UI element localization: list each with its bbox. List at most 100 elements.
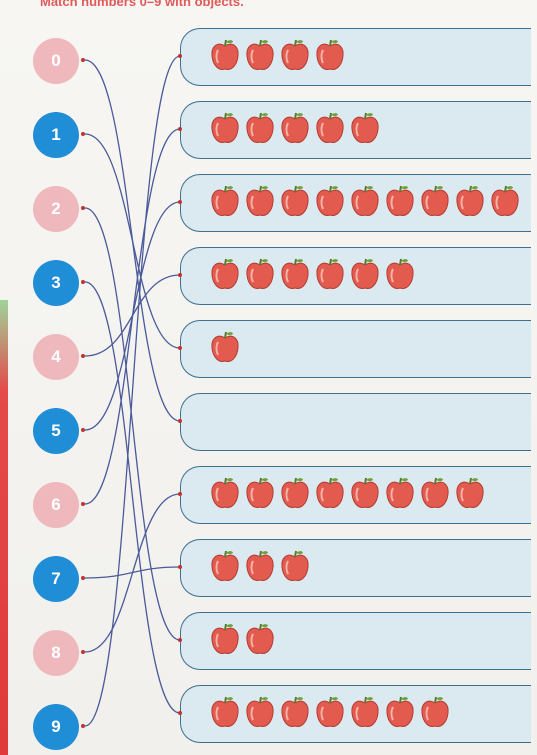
object-box-9[interactable]	[180, 612, 531, 670]
apple-icon	[244, 256, 276, 292]
apple-group	[209, 183, 521, 223]
apple-icon	[419, 183, 451, 219]
apple-icon	[209, 621, 241, 657]
number-label: 3	[51, 273, 60, 293]
apple-icon	[314, 37, 346, 73]
apple-icon	[349, 256, 381, 292]
connector-dot[interactable]	[178, 54, 182, 58]
apple-icon	[279, 475, 311, 511]
apple-group	[209, 329, 241, 369]
number-circle-8[interactable]: 8	[33, 630, 79, 676]
number-label: 6	[51, 495, 60, 515]
connector-dot[interactable]	[81, 428, 85, 432]
apple-icon	[279, 183, 311, 219]
connector-dot[interactable]	[178, 346, 182, 350]
connector-dot[interactable]	[81, 354, 85, 358]
connector-dot[interactable]	[81, 650, 85, 654]
apple-icon	[279, 548, 311, 584]
object-box-5[interactable]	[180, 320, 531, 378]
object-box-2[interactable]	[180, 101, 531, 159]
number-circle-5[interactable]: 5	[33, 408, 79, 454]
apple-icon	[244, 475, 276, 511]
match-line	[85, 282, 180, 713]
object-box-8[interactable]	[180, 539, 531, 597]
number-label: 4	[51, 347, 60, 367]
object-box-6[interactable]	[180, 393, 531, 451]
apple-icon	[489, 183, 521, 219]
connector-dot[interactable]	[178, 565, 182, 569]
apple-icon	[209, 329, 241, 365]
apple-icon	[314, 110, 346, 146]
connector-dot[interactable]	[81, 724, 85, 728]
apple-icon	[279, 110, 311, 146]
apple-icon	[279, 256, 311, 292]
apple-icon	[314, 183, 346, 219]
apple-icon	[244, 548, 276, 584]
match-line	[85, 494, 180, 652]
apple-group	[209, 548, 311, 588]
number-label: 8	[51, 643, 60, 663]
number-circle-4[interactable]: 4	[33, 334, 79, 380]
apple-icon	[314, 475, 346, 511]
apple-icon	[454, 475, 486, 511]
apple-icon	[349, 694, 381, 730]
apple-group	[209, 256, 416, 296]
connector-dot[interactable]	[178, 273, 182, 277]
apple-icon	[384, 183, 416, 219]
apple-icon	[244, 694, 276, 730]
connector-dot[interactable]	[178, 127, 182, 131]
number-label: 1	[51, 125, 60, 145]
number-circle-6[interactable]: 6	[33, 482, 79, 528]
apple-icon	[419, 694, 451, 730]
object-box-7[interactable]	[180, 466, 531, 524]
connector-dot[interactable]	[178, 419, 182, 423]
connector-dot[interactable]	[178, 200, 182, 204]
apple-group	[209, 694, 451, 734]
object-box-1[interactable]	[180, 28, 531, 86]
connector-dot[interactable]	[81, 502, 85, 506]
connector-dot[interactable]	[81, 280, 85, 284]
connector-dot[interactable]	[81, 576, 85, 580]
connector-dot[interactable]	[178, 492, 182, 496]
apple-icon	[209, 183, 241, 219]
apple-group	[209, 475, 486, 515]
apple-icon	[314, 694, 346, 730]
connector-dot[interactable]	[81, 58, 85, 62]
apple-icon	[349, 475, 381, 511]
apple-icon	[384, 475, 416, 511]
apple-icon	[279, 37, 311, 73]
number-circle-9[interactable]: 9	[33, 704, 79, 750]
object-box-10[interactable]	[180, 685, 531, 743]
apple-group	[209, 621, 276, 661]
connector-dot[interactable]	[81, 132, 85, 136]
connector-dot[interactable]	[81, 206, 85, 210]
apple-icon	[244, 110, 276, 146]
object-box-4[interactable]	[180, 247, 531, 305]
number-circle-1[interactable]: 1	[33, 112, 79, 158]
match-line	[85, 129, 180, 504]
apple-icon	[209, 475, 241, 511]
apple-icon	[349, 183, 381, 219]
apple-icon	[384, 256, 416, 292]
apple-icon	[244, 183, 276, 219]
connector-dot[interactable]	[178, 711, 182, 715]
number-circle-7[interactable]: 7	[33, 556, 79, 602]
number-circle-0[interactable]: 0	[33, 38, 79, 84]
apple-icon	[279, 694, 311, 730]
apple-icon	[209, 256, 241, 292]
object-box-3[interactable]	[180, 174, 531, 232]
apple-icon	[209, 548, 241, 584]
apple-icon	[209, 694, 241, 730]
number-circle-3[interactable]: 3	[33, 260, 79, 306]
apple-icon	[419, 475, 451, 511]
apple-icon	[209, 110, 241, 146]
number-circle-2[interactable]: 2	[33, 186, 79, 232]
number-label: 0	[51, 51, 60, 71]
apple-icon	[384, 694, 416, 730]
apple-icon	[454, 183, 486, 219]
connector-dot[interactable]	[178, 638, 182, 642]
apple-group	[209, 110, 381, 150]
apple-icon	[314, 256, 346, 292]
number-label: 9	[51, 717, 60, 737]
